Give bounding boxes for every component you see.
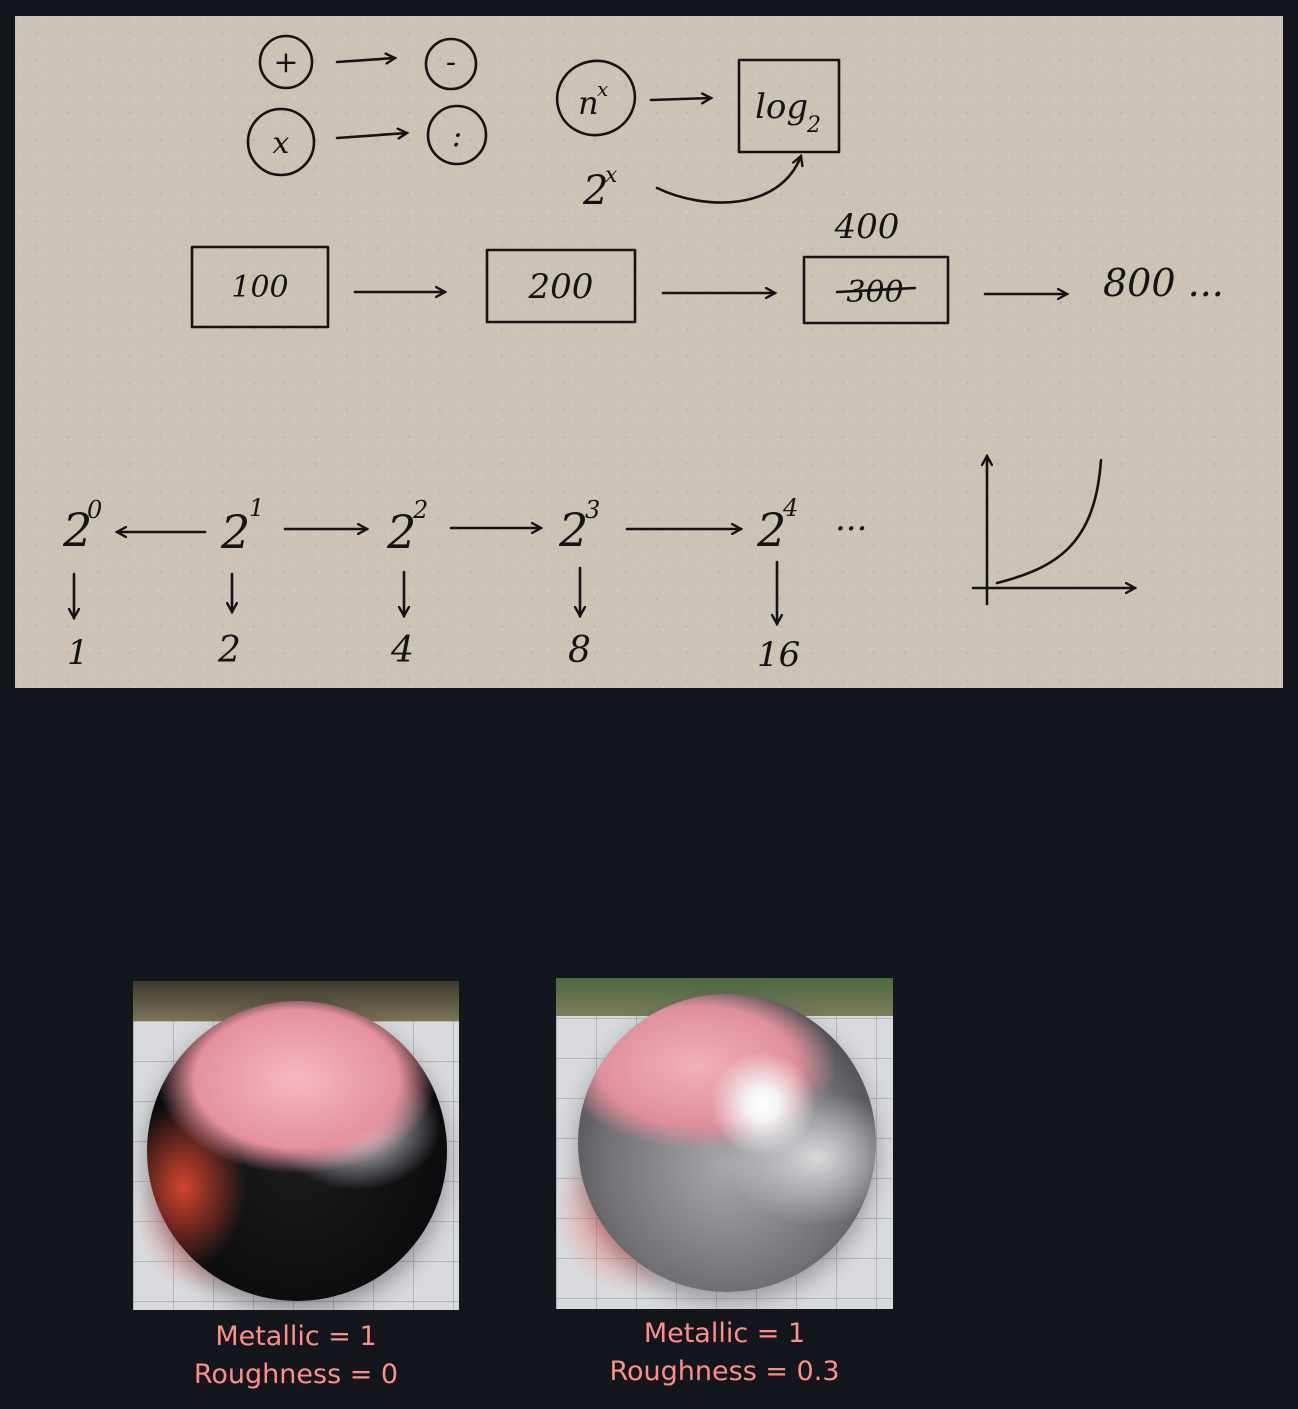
log2-label: log: [755, 87, 808, 127]
render-image-roughness-0: [133, 981, 459, 1310]
minus-symbol: -: [446, 45, 456, 80]
two-x-base: 2: [582, 168, 608, 214]
rough-metal-sphere: [578, 994, 876, 1292]
caption-1-roughness: Roughness = 0: [193, 1359, 399, 1390]
power-value-1: 2: [217, 630, 241, 671]
nx-exponent: x: [597, 77, 608, 101]
nx-label: n: [578, 84, 599, 122]
power-value-0: 1: [67, 633, 89, 673]
power-base-2: 2: [386, 505, 416, 559]
power-exp-4: 4: [782, 494, 798, 522]
render-caption-2: Metallic = 1 Roughness = 0.3: [556, 1315, 893, 1391]
divide-circle: [426, 104, 488, 166]
caption-2-metallic: Metallic = 1: [643, 1318, 806, 1349]
power-value-3: 8: [568, 630, 591, 671]
sketch-whiteboard: + - x : n x log 2 2 x 100 200 300 400 80…: [15, 16, 1283, 688]
caption-2-roughness: Roughness = 0.3: [609, 1356, 840, 1387]
box-100: [190, 245, 330, 329]
box-300-strike: [835, 286, 917, 294]
plus-symbol: +: [273, 45, 298, 80]
nx-arrow: [649, 98, 711, 100]
sketch-drawing: + - x : n x log 2 2 x 100 200 300 400 80…: [62, 34, 1224, 675]
nx-circle: [555, 59, 637, 137]
metal-sphere: [147, 1001, 447, 1301]
render-caption-1: Metallic = 1 Roughness = 0: [133, 1318, 459, 1394]
times-circle: [246, 107, 316, 177]
box-100-label: 100: [231, 270, 288, 305]
log2-box: [737, 58, 841, 154]
divide-symbol: :: [452, 119, 462, 154]
power-base-0: 2: [62, 503, 92, 557]
powers-ellipsis: ...: [835, 499, 867, 539]
power-base-4: 2: [756, 503, 786, 557]
power-base-3: 2: [558, 503, 588, 557]
exponential-graph: [971, 456, 1135, 606]
times-symbol: x: [273, 126, 290, 161]
power-exp-2: 2: [412, 496, 428, 524]
render-image-roughness-0-3: [556, 978, 893, 1309]
box-300: [802, 255, 950, 325]
continuation-label: 800 ...: [1103, 261, 1224, 305]
box-300-label: 300: [846, 275, 903, 310]
power-value-2: 4: [390, 630, 414, 671]
box-200: [485, 248, 637, 324]
times-arrow: [335, 133, 407, 138]
powers-of-two-row: 2 0 2 1 2 2 2 3 2 4 ... 1 2 4 8 16: [62, 494, 867, 675]
caption-1-metallic: Metallic = 1: [215, 1321, 377, 1352]
box-300-correction: 400: [834, 207, 900, 247]
power-exp-0: 0: [87, 496, 102, 524]
plus-circle: [258, 34, 314, 90]
power-exp-3: 3: [585, 496, 600, 524]
graph-curve: [995, 458, 1103, 585]
minus-circle: [424, 37, 478, 91]
power-value-4: 16: [757, 635, 800, 675]
plus-arrow: [335, 58, 395, 62]
box-200-label: 200: [528, 267, 594, 307]
power-exp-1: 1: [249, 494, 264, 522]
power-base-1: 2: [220, 505, 250, 559]
log2-base: 2: [806, 113, 821, 138]
two-x-arrow: [655, 156, 801, 204]
two-x-exponent: x: [605, 163, 618, 188]
